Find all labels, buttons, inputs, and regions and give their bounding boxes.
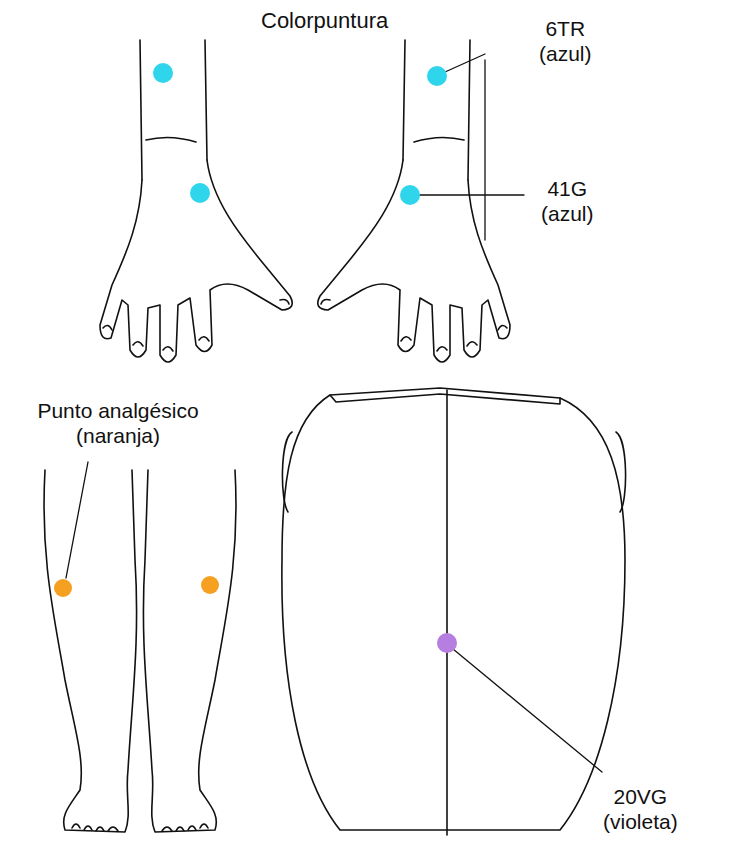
hand-outline [100,40,292,362]
leg-outline [143,470,236,832]
hand-outline [318,40,510,362]
color-point [190,183,210,203]
callout-label: 6TR (azul) [539,16,592,66]
color-point [153,63,173,83]
callout-label: 41G (azul) [541,176,594,226]
head-outline [282,388,626,835]
diagram-title: Colorpuntura [261,8,388,34]
point-label: Punto analgésico (naranja) [18,398,218,448]
leg-outline [44,470,137,832]
callout-label: 20VG (violeta) [603,784,678,834]
color-point [400,185,420,205]
color-point [201,576,219,594]
color-point [437,633,457,653]
color-point [54,579,72,597]
color-point [427,66,447,86]
